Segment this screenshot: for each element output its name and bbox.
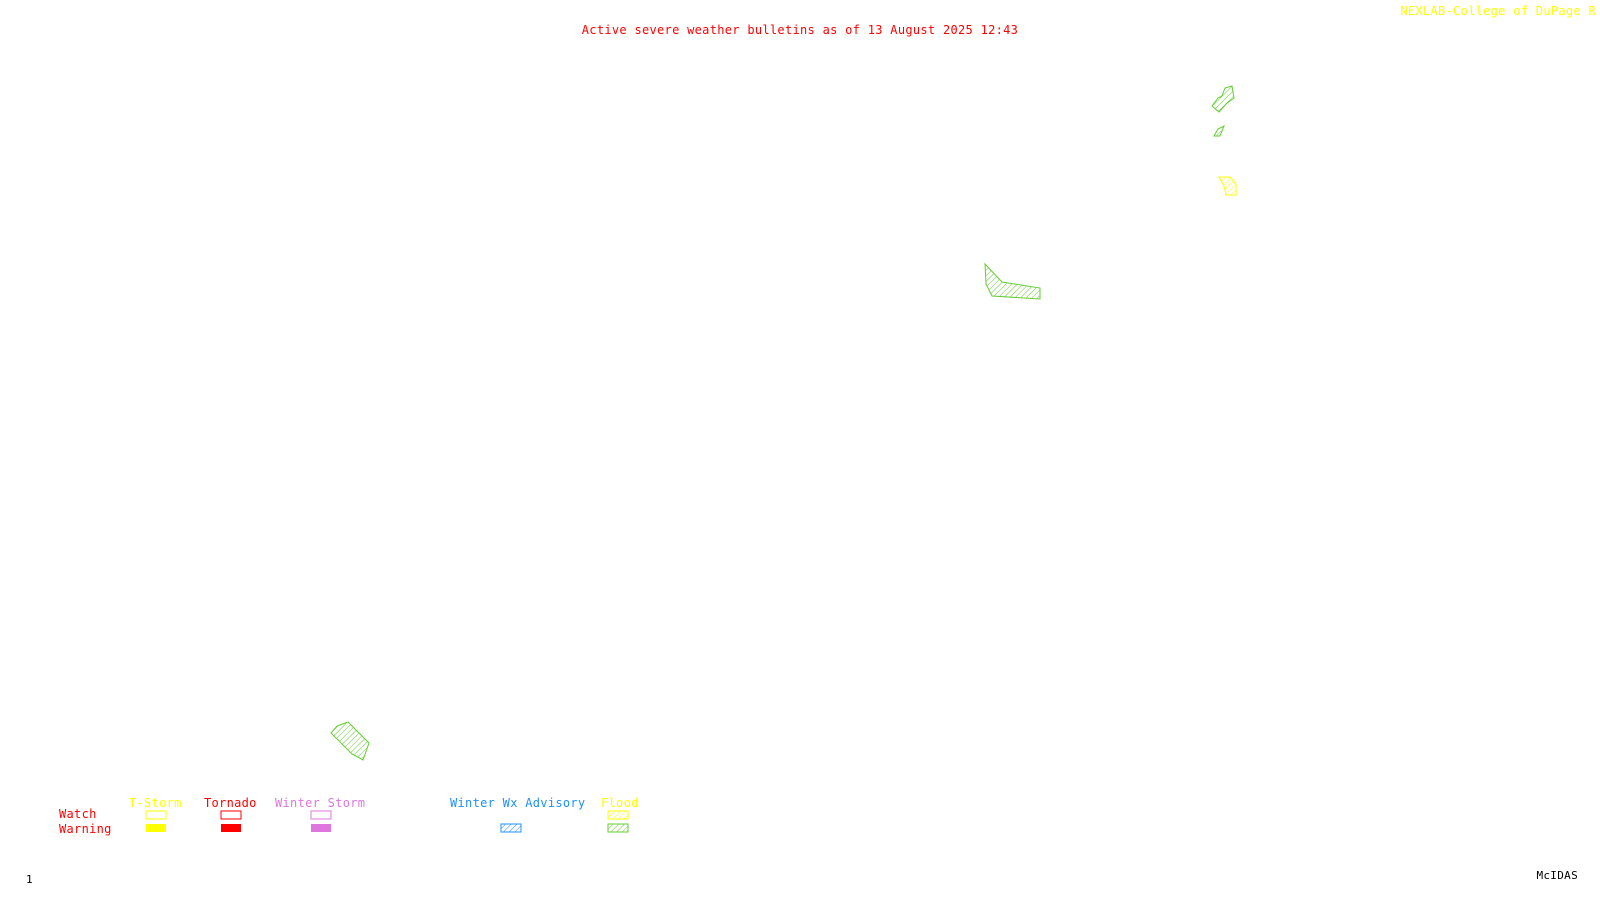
flood-warning-area bbox=[1211, 85, 1235, 113]
legend-tstorm-watch-swatch bbox=[145, 810, 167, 820]
flood-warning-area bbox=[1213, 124, 1225, 137]
legend-flood-label: Flood bbox=[601, 796, 639, 810]
legend-warning-label: Warning bbox=[59, 822, 112, 836]
legend-tstorm-warning-swatch bbox=[146, 824, 166, 832]
legend-winter-warning-swatch bbox=[311, 824, 331, 832]
legend-tornado-label: Tornado bbox=[204, 796, 257, 810]
page-number: 1 bbox=[26, 873, 33, 886]
legend-tstorm-label: T-Storm bbox=[129, 796, 182, 810]
legend-tornado-warning-swatch bbox=[221, 824, 241, 832]
legend-flood-watch-swatch bbox=[607, 810, 629, 820]
flood-watch-area bbox=[1218, 176, 1237, 196]
legend-advisory-warning-swatch bbox=[500, 823, 522, 833]
legend-winter-advisory-label: Winter Wx Advisory bbox=[450, 796, 586, 810]
legend-flood-warning-swatch bbox=[607, 823, 629, 833]
credit-label: NEXLAB-College of DuPage R bbox=[1400, 4, 1596, 18]
legend-watch-label: Watch bbox=[59, 807, 97, 821]
flood-warning-area bbox=[330, 721, 370, 761]
map-title: Active severe weather bulletins as of 13… bbox=[581, 23, 1019, 37]
legend-winter-watch-swatch bbox=[310, 810, 332, 820]
software-label: McIDAS bbox=[1536, 869, 1578, 882]
flood-warning-area bbox=[984, 262, 1041, 300]
legend-tornado-watch-swatch bbox=[220, 810, 242, 820]
legend-winter-storm-label: Winter Storm bbox=[275, 796, 366, 810]
